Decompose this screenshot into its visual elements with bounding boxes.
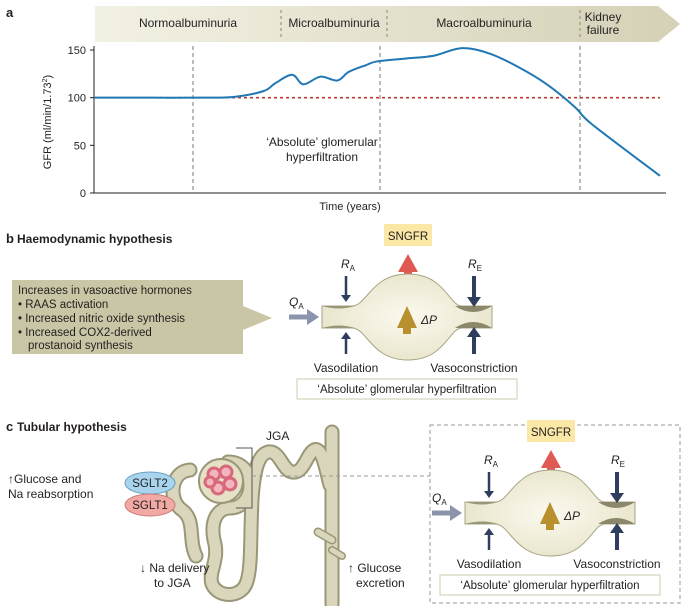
- y-tick-label: 0: [80, 188, 86, 200]
- na-delivery-line2: to JGA: [154, 576, 191, 590]
- qa-arrow-head: [307, 309, 319, 325]
- delta-p-label: ΔP: [563, 509, 580, 523]
- y-tick-label: 150: [68, 45, 86, 57]
- caption-box: [439, 574, 661, 596]
- sngfr-label: SNGFR: [531, 427, 571, 439]
- hormones-box: Increases in vasoactive hormones • RAAS …: [12, 280, 272, 354]
- ra-arrow-up-head: [341, 332, 351, 339]
- y-tick-label: 50: [74, 140, 86, 152]
- ra-arrow-down-head: [484, 491, 494, 498]
- sglt2-badge: SGLT2: [124, 471, 176, 495]
- glomerulus-diagram-b: SNGFR ΔP QA RA RE Vasodilation Vasoconstrictio…: [289, 224, 518, 400]
- zoom-box: [429, 424, 681, 604]
- panel-b-letter: b: [6, 231, 14, 246]
- efferent-wall-bottom: [598, 518, 635, 524]
- glucose-excretion-line1: ↑ Glucose: [348, 561, 402, 575]
- sngfr-up-arrow: [541, 450, 561, 468]
- caption-label: ‘Absolute’ glomerular hyperfiltration: [317, 384, 496, 396]
- vasoconstriction-label: Vasoconstriction: [430, 361, 517, 375]
- stage-macroalbuminuria: Macroalbuminuria: [436, 16, 532, 30]
- vasodilation-label: Vasodilation: [457, 557, 522, 571]
- panel-a-letter: a: [6, 5, 14, 20]
- glucose-reabsorption-line1: ↑Glucose and: [8, 472, 81, 486]
- pressure-arrow: [540, 502, 560, 524]
- qa-label: QA: [432, 491, 447, 507]
- stage-microalbuminuria: Microalbuminuria: [288, 16, 380, 30]
- pressure-arrow-stem: [403, 326, 411, 334]
- x-axis-label: Time (years): [319, 201, 380, 213]
- sglt1-label: SGLT1: [132, 500, 168, 512]
- sglt2-label: SGLT2: [132, 478, 168, 490]
- afferent-wall-bottom: [322, 325, 355, 328]
- vasoconstriction-label: Vasoconstriction: [573, 557, 660, 571]
- gfr-curve: [94, 47, 661, 177]
- y-tick-label: 100: [68, 93, 86, 105]
- afferent-wall-bottom: [465, 521, 498, 524]
- glucose-reabsorption-line2: Na reabsorption: [8, 487, 93, 501]
- efferent-wall-top: [455, 306, 492, 312]
- qa-arrow-head: [450, 505, 462, 521]
- chart-axes: 0 50 100 150: [68, 45, 666, 200]
- ra-label: RA: [484, 453, 499, 469]
- hormone-item: • RAAS activation: [18, 299, 108, 311]
- panel-c-title: Tubular hypothesis: [17, 420, 127, 434]
- stage-banner: Normoalbuminuria Microalbuminuria Macroa…: [95, 6, 680, 42]
- sglt1-badge: SGLT1: [124, 493, 176, 517]
- re-label: RE: [611, 453, 625, 469]
- ra-arrow-up-head: [484, 528, 494, 535]
- caption-label: ‘Absolute’ glomerular hyperfiltration: [460, 580, 639, 592]
- sngfr-box: [384, 224, 432, 246]
- efferent-wall-bottom: [455, 322, 492, 328]
- afferent-wall-top: [322, 306, 355, 309]
- sngfr-up-arrow: [398, 254, 418, 272]
- ra-label: RA: [341, 257, 356, 273]
- sngfr-box: [527, 420, 575, 442]
- re-arrow-down-head: [467, 297, 481, 307]
- hormone-item: • Increased COX2-derived: [18, 327, 152, 339]
- efferent-wall-top: [598, 502, 635, 508]
- vasodilation-label: Vasodilation: [314, 361, 379, 375]
- delta-p-label: ΔP: [420, 313, 437, 327]
- nephron-illustration: [165, 424, 346, 606]
- jga-bracket: [236, 447, 253, 509]
- re-arrow-up-head: [610, 523, 624, 533]
- sngfr-label: SNGFR: [388, 231, 428, 243]
- pressure-arrow: [397, 306, 417, 328]
- hormone-item: • Increased nitric oxide synthesis: [18, 313, 185, 325]
- jga-label: JGA: [266, 429, 289, 443]
- afferent-wall-top: [465, 502, 498, 505]
- re-arrow-up-head: [467, 327, 481, 337]
- y-axis-label: GFR (ml/min/1.732): [42, 75, 54, 169]
- glucose-excretion-line2: excretion: [356, 576, 405, 590]
- glomerulus-tuft: [203, 464, 238, 496]
- annotation-line2: hyperfiltration: [286, 150, 358, 164]
- annotation-line1: ‘Absolute’ glomerular: [266, 135, 378, 149]
- pressure-arrow-stem: [546, 522, 554, 530]
- qa-label: QA: [289, 295, 304, 311]
- ra-arrow-down-head: [341, 295, 351, 302]
- re-arrow-down-head: [610, 493, 624, 503]
- re-label: RE: [468, 257, 482, 273]
- na-delivery-line1: ↓ Na delivery: [140, 561, 209, 575]
- caption-box: [296, 378, 518, 400]
- stage-normoalbuminuria: Normoalbuminuria: [139, 16, 237, 30]
- panel-c-letter: c: [6, 419, 13, 434]
- hormones-title: Increases in vasoactive hormones: [18, 285, 192, 297]
- glomerulus-diagram-c: SNGFR ΔP QA RA RE Vasodilation Vasoconstrictio…: [432, 420, 661, 596]
- panel-b-title: Haemodynamic hypothesis: [17, 232, 173, 246]
- hormone-item: prostanoid synthesis: [28, 340, 133, 352]
